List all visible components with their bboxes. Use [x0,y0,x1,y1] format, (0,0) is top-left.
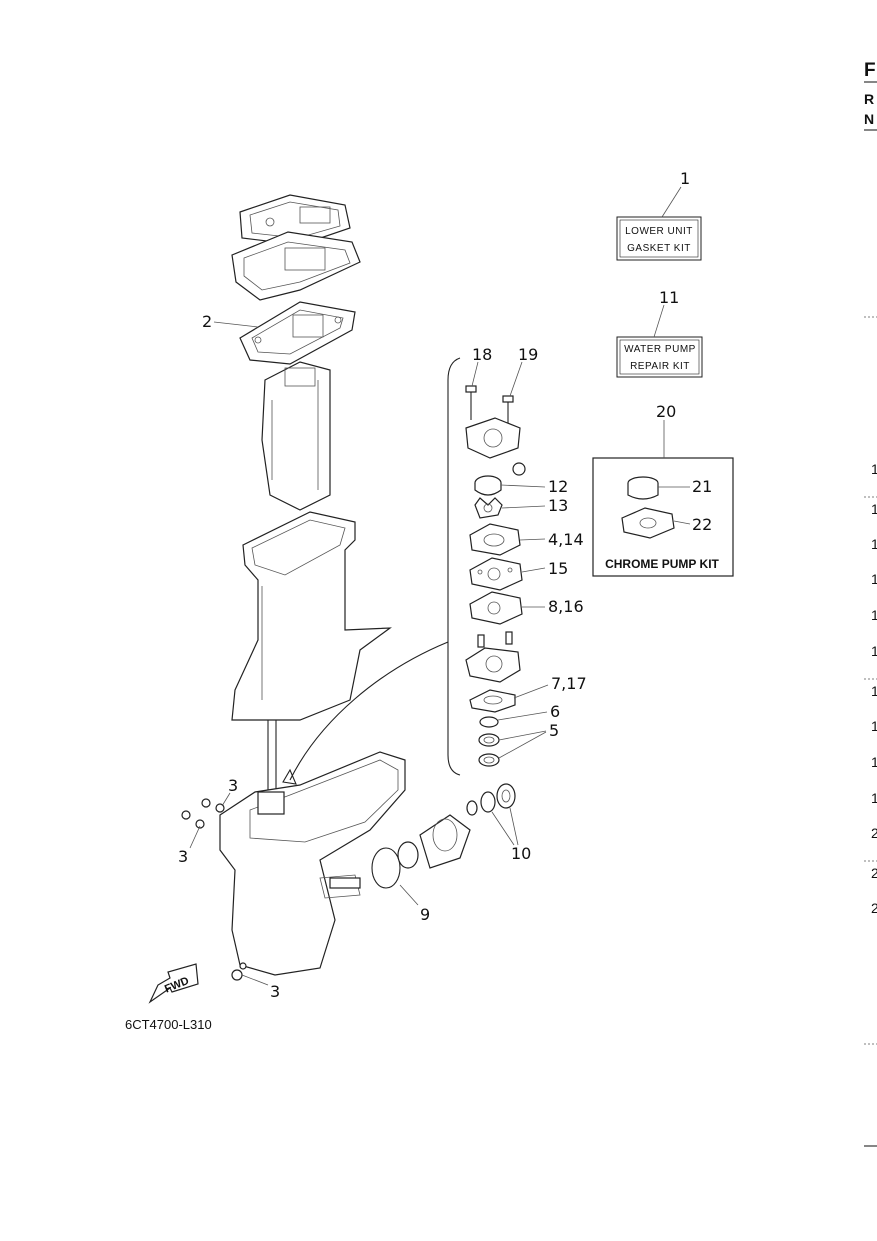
edge-row: 1 [871,607,877,623]
kit-bracket [447,357,461,776]
edge-row: 1 [871,643,877,659]
pump-seal [512,462,526,476]
callout-15: 15 [548,559,568,578]
edge-row: 1 [871,571,877,587]
right-edge-rows: 1 1 1 1 1 1 1 1 1 1 2 2 2 [864,316,877,1147]
edge-header-f: F [864,60,876,81]
callout-20: 20 [656,402,676,421]
callout-18: 18 [472,345,492,364]
callout-19: 19 [518,345,538,364]
callout-4-14: 4,14 [548,530,584,549]
lower-casing [219,751,406,976]
diagram-code: 6CT4700-L310 [125,1017,212,1032]
drive-shaft [267,720,277,800]
upper-casing [231,511,392,721]
impeller-13 [474,497,503,519]
pump-insert-12 [474,475,502,496]
edge-row: 1 [871,683,877,699]
callout-1: 1 [680,169,690,188]
callout-6: 6 [550,702,560,721]
oil-seal-5a [478,733,500,747]
callout-3a: 3 [228,776,238,795]
water-pump-kit-line1: WATER PUMP [624,344,696,355]
callout-8-16: 8,16 [548,597,584,616]
edge-row: 1 [871,790,877,806]
callout-13: 13 [548,496,568,515]
callouts: 1 2 11 18 19 20 12 21 13 22 4,14 15 8,16… [178,169,712,1001]
gasket-2 [239,301,356,365]
pump-bolt-19 [502,395,514,425]
callout-3b: 3 [178,847,188,866]
gasket-7 [469,689,516,713]
drain-plug-3b [181,810,205,829]
drain-plug-3c [231,962,247,981]
edge-header-r: R [864,91,874,107]
pump-bolt-18 [465,385,477,420]
edge-row: 2 [871,900,877,916]
pump-base [465,631,521,683]
callout-7-17: 7,17 [551,674,587,693]
exhaust-guide [261,361,331,511]
edge-row: 2 [871,825,877,841]
plate-gasket-4 [469,523,521,556]
o-ring-9 [371,847,401,889]
water-pump-kit-line2: REPAIR KIT [630,361,690,372]
outer-plate-15 [469,557,523,591]
callout-12: 12 [548,477,568,496]
callout-10: 10 [511,844,531,863]
oil-seal-5b [478,753,500,767]
water-pump-repair-kit-box: WATER PUMP REPAIR KIT [616,336,703,378]
chrome-pump-kit-label: CHROME PUMP KIT [605,557,719,571]
callout-2: 2 [202,312,212,331]
lower-unit-kit-line1: LOWER UNIT [625,226,693,237]
callout-3c: 3 [270,982,280,1001]
lower-unit-kit-line2: GASKET KIT [627,243,691,254]
callout-21: 21 [692,477,712,496]
drain-plug-3a [201,798,225,813]
callout-5: 5 [549,721,559,740]
assembly-arrow [289,641,449,781]
edge-row: 1 [871,718,877,734]
edge-row: 1 [871,536,877,552]
edge-header-n: N [864,111,874,127]
upper-gasket [231,194,361,301]
chrome-pump-kit-box: CHROME PUMP KIT [592,457,734,577]
edge-row: 1 [871,754,877,770]
pump-housing [465,417,521,459]
edge-row: 2 [871,865,877,881]
bearing-housing [397,814,471,869]
fwd-label: FWD [163,975,191,996]
fwd-arrow: FWD [148,963,199,1004]
plate-gasket-8 [469,591,523,625]
prop-shaft [329,877,361,889]
edge-row: 1 [871,501,877,517]
o-ring-6 [479,716,499,728]
edge-row: 1 [871,461,877,477]
callout-9: 9 [420,905,430,924]
callout-22: 22 [692,515,712,534]
right-edge-header: F R N [864,60,877,131]
callout-11: 11 [659,288,679,307]
lower-unit-gasket-kit-box: LOWER UNIT GASKET KIT [616,216,702,261]
oil-seal-10 [480,783,516,813]
leader-lines [189,186,691,986]
small-ring [466,800,478,816]
